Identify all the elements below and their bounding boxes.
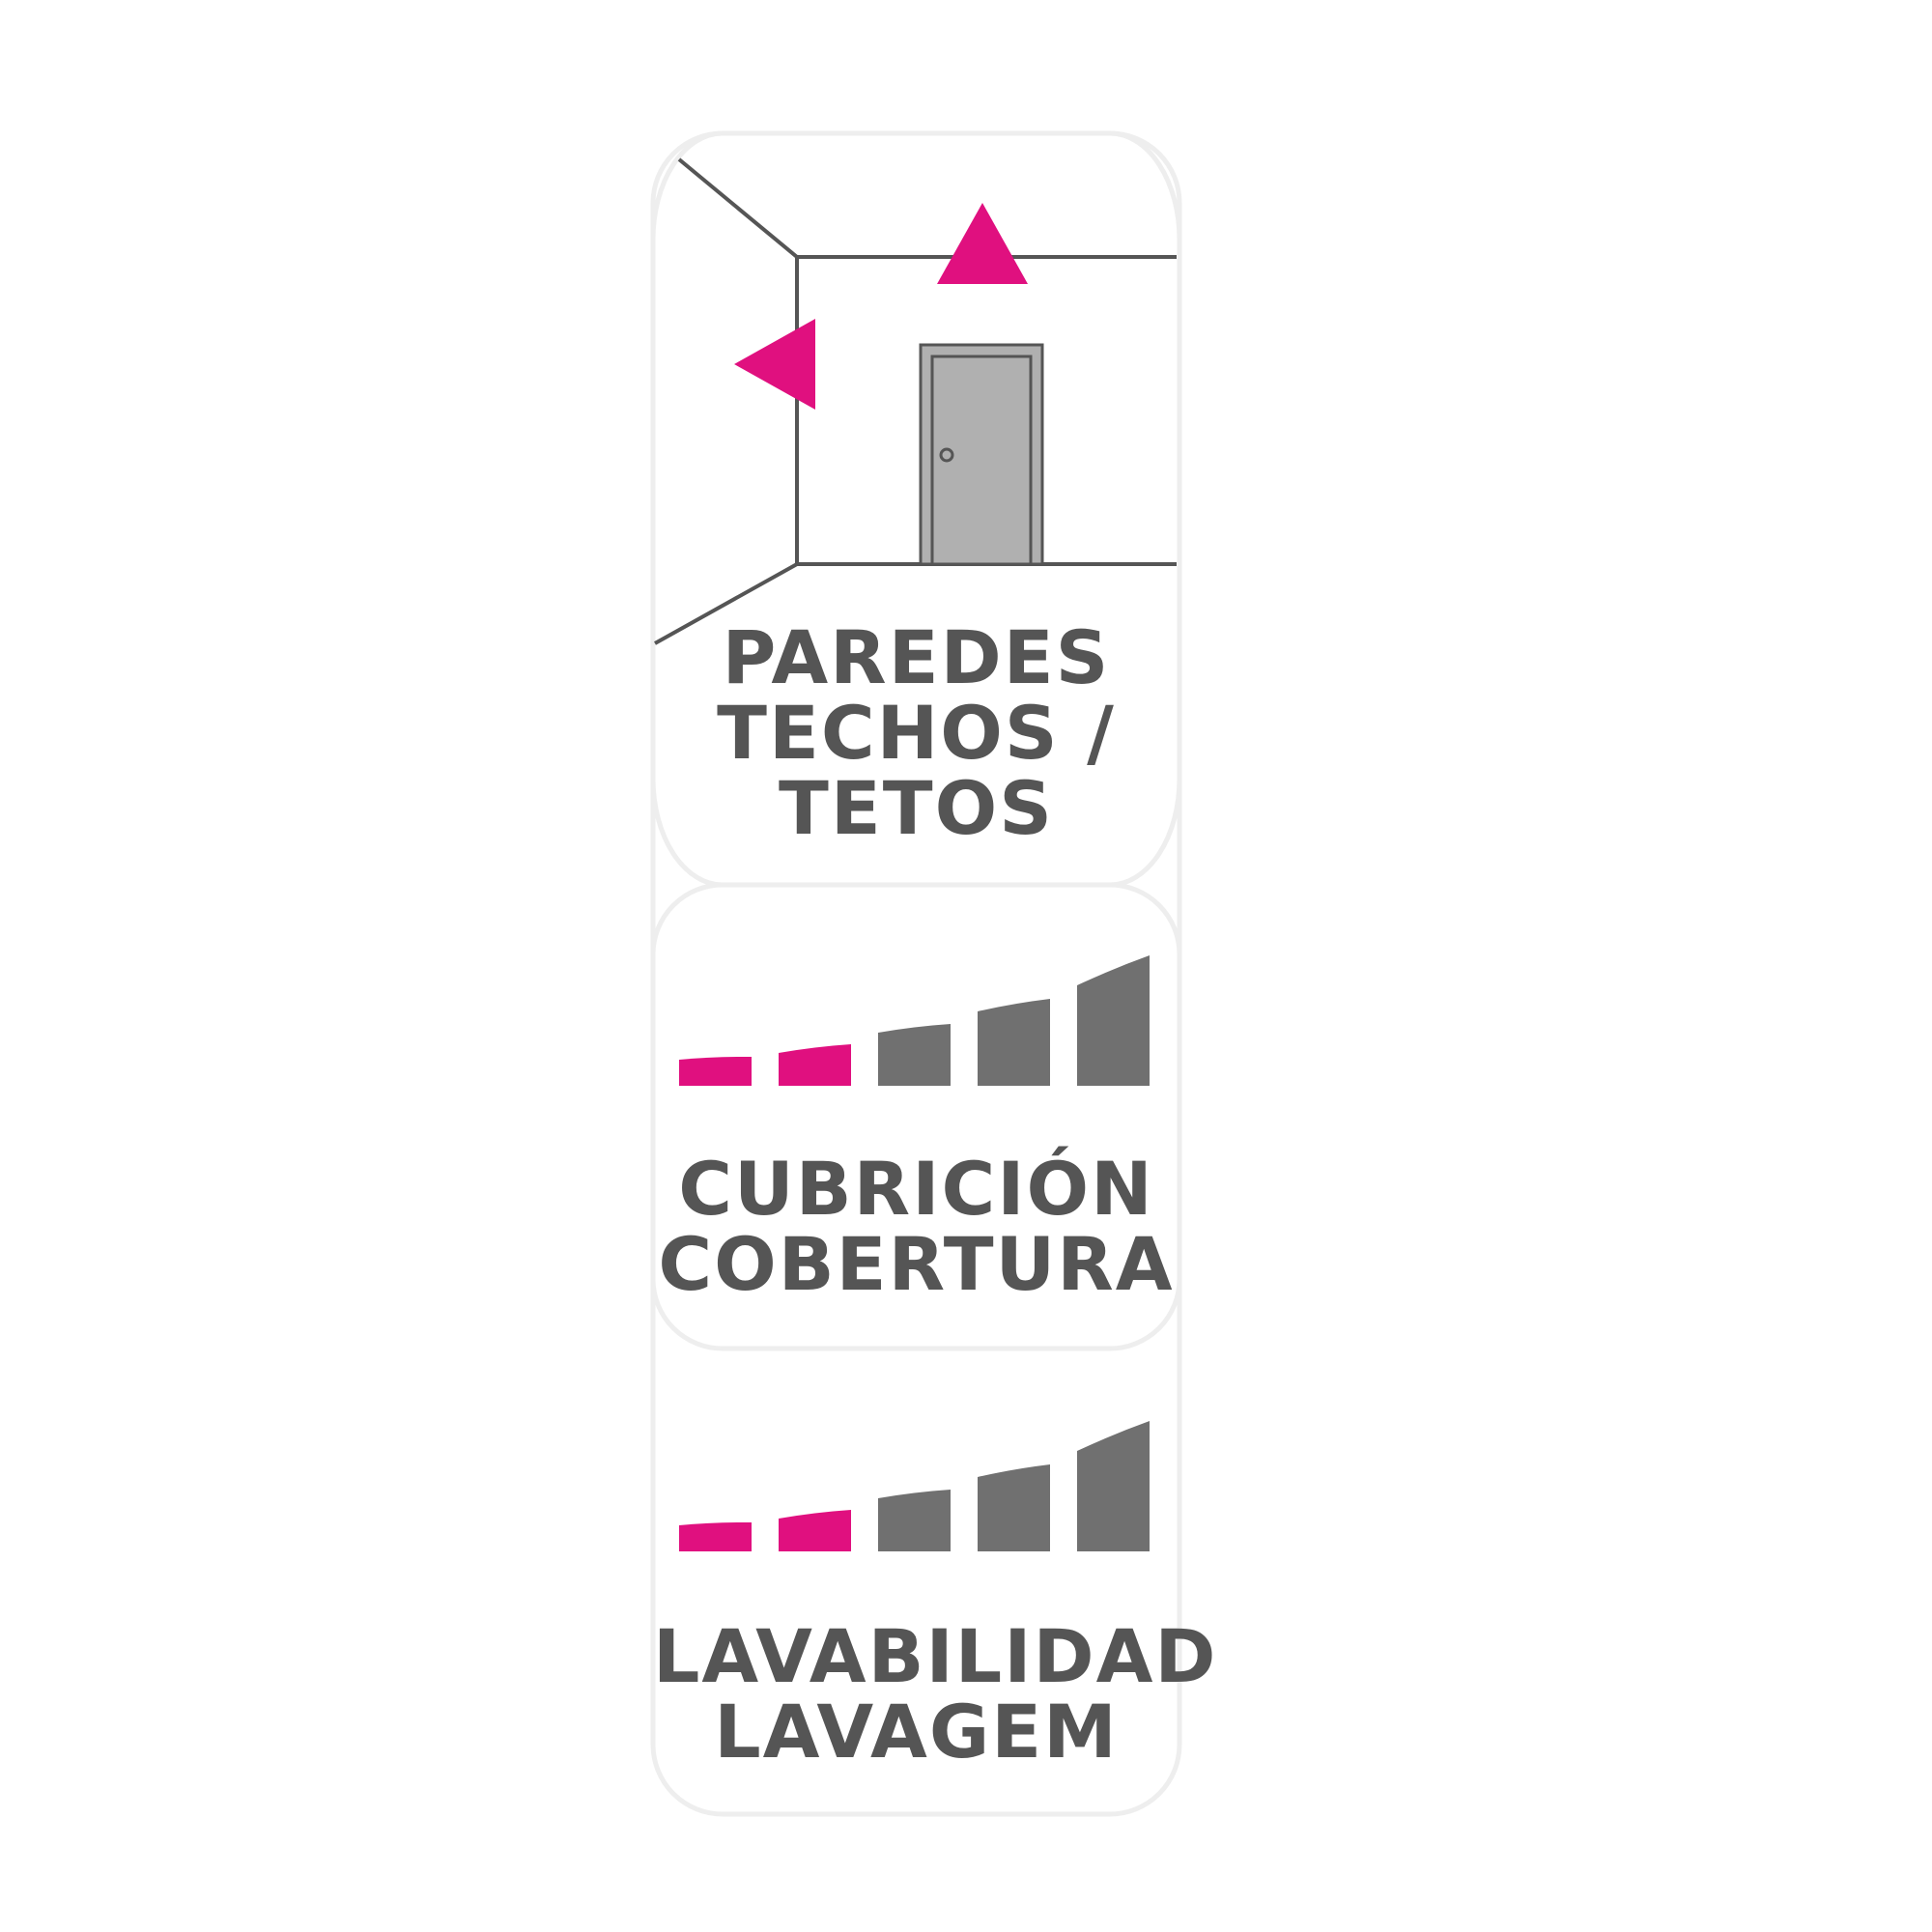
washability-bar-segment xyxy=(1077,1421,1150,1551)
surface-label-line: PAREDES xyxy=(722,614,1111,700)
coverage-bar-segment xyxy=(878,1024,951,1086)
wall-arrow-icon xyxy=(734,319,815,410)
washability-bar-segment xyxy=(779,1510,851,1551)
washability-label-line: LAVABILIDAD xyxy=(653,1613,1218,1699)
coverage-bar-segment xyxy=(779,1044,851,1086)
surface-label-line: TECHOS / xyxy=(717,690,1116,776)
door-icon xyxy=(919,343,1044,566)
surface-label: PAREDES TECHOS / TETOS xyxy=(653,620,1179,846)
washability-label: LAVABILIDAD LAVAGEM xyxy=(653,1613,1218,1775)
room-with-door-icon xyxy=(654,157,1177,645)
surface-label-line: TETOS xyxy=(779,765,1054,851)
coverage-label-line: COBERTURA xyxy=(658,1221,1175,1307)
coverage-rating-bars xyxy=(679,955,1150,1086)
ceiling-arrow-icon xyxy=(937,203,1028,284)
coverage-label: CUBRICIÓN COBERTURA xyxy=(653,1151,1179,1302)
coverage-label-line: CUBRICIÓN xyxy=(678,1146,1154,1232)
coverage-bar-segment xyxy=(679,1056,752,1086)
washability-bar-segment xyxy=(878,1490,951,1551)
washability-label-line: LAVAGEM xyxy=(714,1689,1119,1775)
coverage-bar-segment xyxy=(978,999,1050,1086)
washability-bar-segment xyxy=(679,1521,752,1551)
washability-bar-segment xyxy=(978,1464,1050,1551)
washability-rating-bars xyxy=(679,1421,1150,1551)
coverage-bar-segment xyxy=(1077,955,1150,1086)
